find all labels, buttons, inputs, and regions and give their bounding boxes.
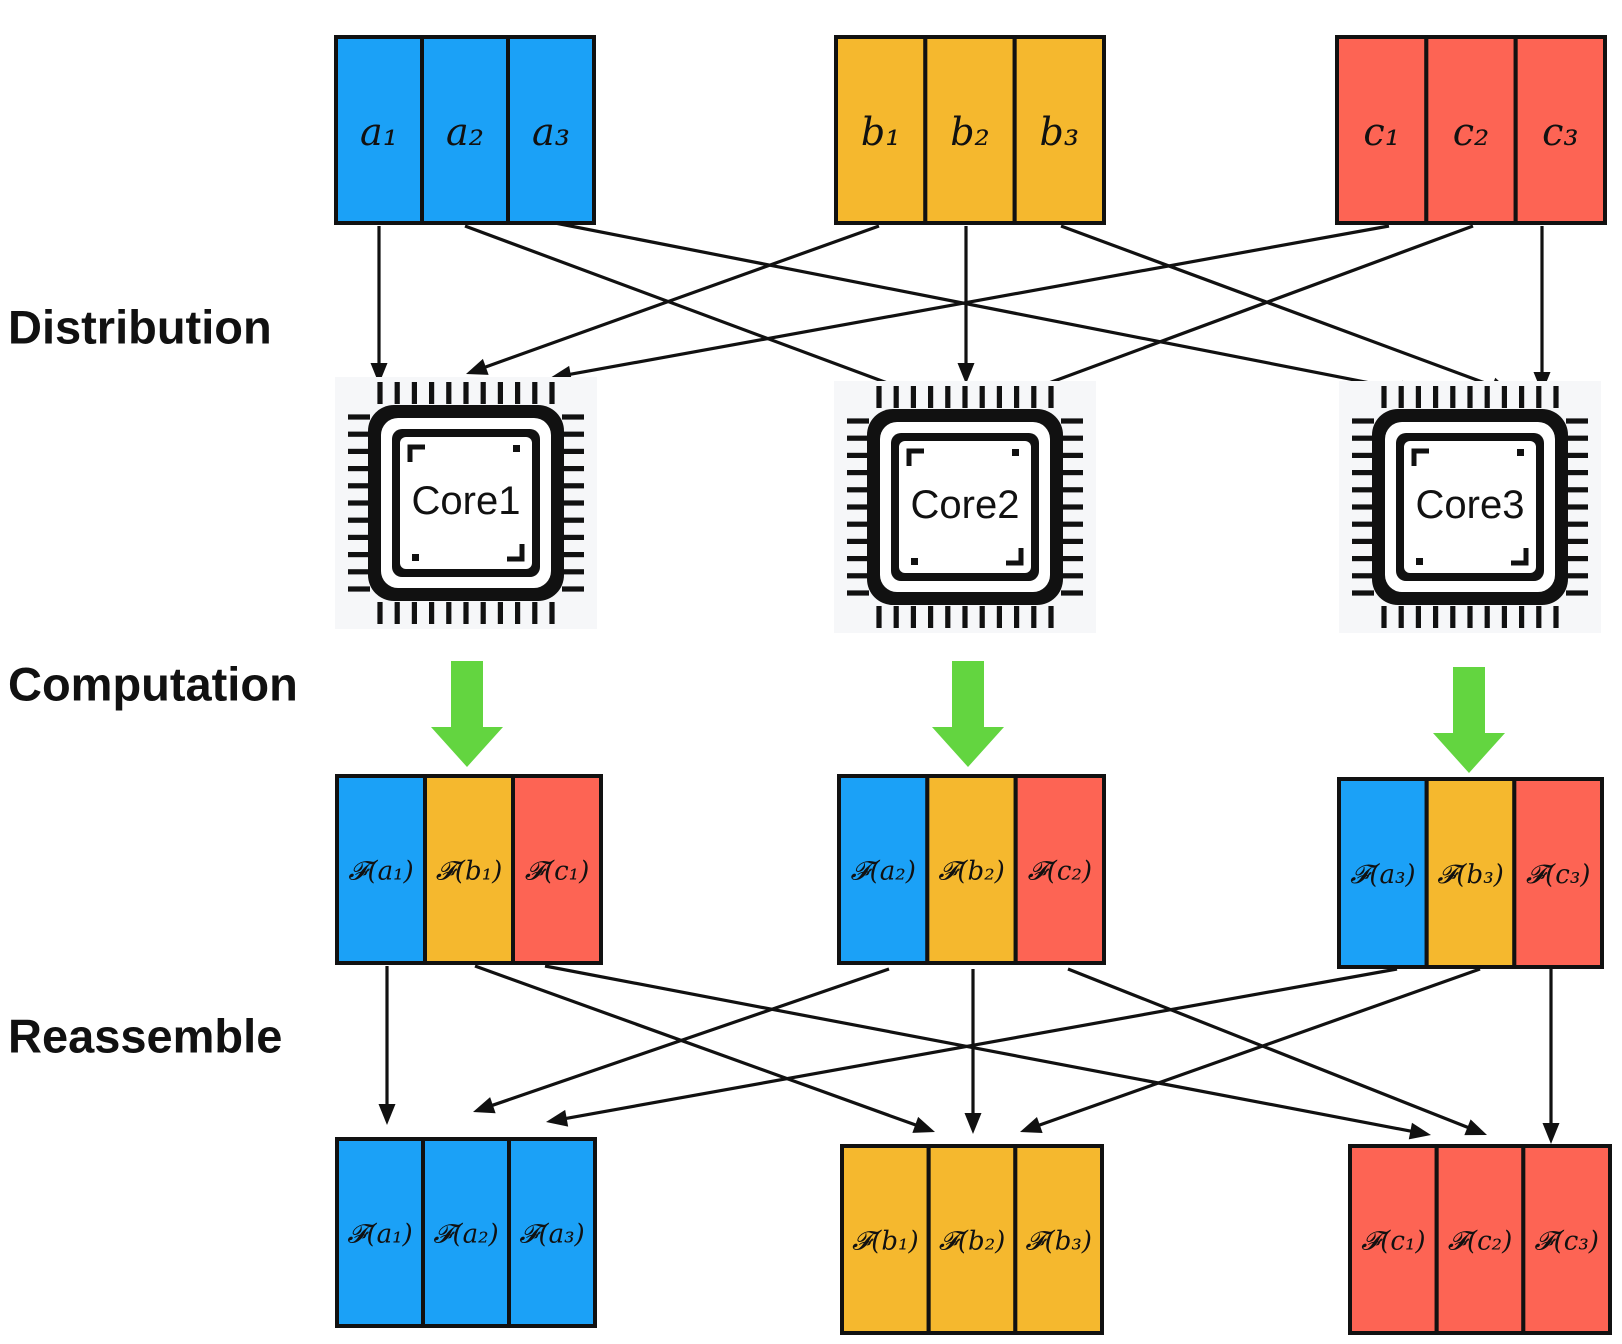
output-group-c-cell: 𝓕(c₁) bbox=[1348, 1144, 1439, 1335]
output-group-b-cell-label: 𝓕(b₁) bbox=[852, 1227, 919, 1257]
reassemble-arrow-9 bbox=[1542, 957, 1560, 1144]
distribution-arrow-5 bbox=[957, 226, 975, 384]
output-group-c-cell-label: 𝓕(c₃) bbox=[1534, 1227, 1598, 1257]
computed-group-3-cell-label: 𝓕(b₃) bbox=[1437, 860, 1504, 890]
output-group-b-cell: 𝓕(b₂) bbox=[926, 1144, 1018, 1335]
computed-group-3-cell: 𝓕(a₃) bbox=[1337, 777, 1429, 969]
computed-group-1-cell: 𝓕(b₁) bbox=[423, 774, 515, 965]
computed-group-2-cell: 𝓕(c₂) bbox=[1013, 774, 1107, 965]
input-group-a: a₁ a₂ a₃ bbox=[334, 35, 596, 225]
input-group-b-cell: b₁ bbox=[834, 35, 928, 225]
input-group-b-cell: b₂ bbox=[923, 35, 1017, 225]
distribution-arrow-9 bbox=[1533, 226, 1551, 393]
input-group-c: c₁ c₂ c₃ bbox=[1335, 35, 1607, 225]
computed-group-3-cell-label: 𝓕(c₃) bbox=[1526, 860, 1590, 890]
core-label: Core1 bbox=[412, 479, 521, 523]
output-group-c-cell: 𝓕(c₂) bbox=[1434, 1144, 1526, 1335]
cpu-chip-icon bbox=[1352, 386, 1588, 628]
computed-group-3-cell-label: 𝓕(a₃) bbox=[1350, 860, 1415, 890]
output-group-b-cell: 𝓕(b₁) bbox=[840, 1144, 931, 1335]
input-group-a-cell: a₃ bbox=[506, 35, 596, 225]
output-group-a-cell: 𝓕(a₂) bbox=[421, 1137, 511, 1328]
computed-group-3-cell: 𝓕(b₃) bbox=[1424, 777, 1517, 969]
computed-group-1-cell-label: 𝓕(a₁) bbox=[348, 857, 413, 887]
output-group-a: 𝓕(a₁) 𝓕(a₂) 𝓕(a₃) bbox=[335, 1137, 597, 1328]
reassemble-arrow-3 bbox=[544, 964, 1431, 1140]
computed-group-1-cell-label: 𝓕(b₁) bbox=[436, 857, 503, 887]
input-group-c-cell-label: c₃ bbox=[1542, 110, 1579, 154]
reassemble-arrow-7 bbox=[546, 967, 1398, 1127]
input-group-b: b₁ b₂ b₃ bbox=[834, 35, 1107, 225]
computed-group-2-cell-label: 𝓕(a₂) bbox=[850, 857, 915, 887]
output-group-c: 𝓕(c₁) 𝓕(c₂) 𝓕(c₃) bbox=[1348, 1144, 1613, 1335]
stage-label-distribution: Distribution bbox=[8, 301, 272, 354]
computed-group-1-cell: 𝓕(a₁) bbox=[335, 774, 427, 965]
input-group-b-cell-label: b₁ bbox=[861, 110, 901, 154]
computed-group-2-cell-label: 𝓕(b₂) bbox=[938, 857, 1005, 887]
core-label: Core3 bbox=[1416, 483, 1525, 527]
output-group-a-cell: 𝓕(a₁) bbox=[335, 1137, 425, 1328]
distribution-arrow-4 bbox=[466, 224, 880, 375]
input-group-b-cell-label: b₃ bbox=[1040, 110, 1080, 154]
core-2: Core2 bbox=[834, 381, 1096, 633]
core-1: Core1 bbox=[335, 377, 597, 629]
input-group-c-cell: c₂ bbox=[1424, 35, 1518, 225]
computation-arrow bbox=[431, 661, 503, 767]
input-group-a-cell: a₂ bbox=[420, 35, 510, 225]
output-group-a-cell-label: 𝓕(a₃) bbox=[519, 1220, 584, 1250]
computed-group-3-cell: 𝓕(c₃) bbox=[1512, 777, 1605, 969]
core-3: Core3 bbox=[1339, 381, 1601, 633]
computed-group-2-cell: 𝓕(a₂) bbox=[837, 774, 930, 965]
output-group-c-cell: 𝓕(c₃) bbox=[1521, 1144, 1613, 1335]
cpu-chip-icon bbox=[348, 382, 584, 624]
output-group-b-cell: 𝓕(b₃) bbox=[1013, 1144, 1104, 1335]
input-group-a-cell-label: a₁ bbox=[360, 110, 398, 154]
input-group-a-cell: a₁ bbox=[334, 35, 424, 225]
computation-arrow bbox=[932, 661, 1004, 767]
distribution-arrow-6 bbox=[1060, 224, 1512, 394]
computed-group-2-cell: 𝓕(b₂) bbox=[925, 774, 1018, 965]
reassemble-arrow-6 bbox=[1067, 967, 1487, 1136]
reassemble-arrow-5 bbox=[964, 969, 982, 1134]
computation-arrow bbox=[1433, 667, 1505, 773]
input-group-c-cell: c₁ bbox=[1335, 35, 1429, 225]
input-group-a-cell-label: a₂ bbox=[446, 110, 484, 154]
computed-group-2-cell-label: 𝓕(c₂) bbox=[1028, 857, 1092, 887]
input-group-b-cell: b₃ bbox=[1012, 35, 1107, 225]
output-group-a-cell: 𝓕(a₃) bbox=[507, 1137, 597, 1328]
reassemble-arrow-2 bbox=[474, 964, 935, 1133]
output-group-c-cell-label: 𝓕(c₂) bbox=[1448, 1227, 1512, 1257]
output-group-b: 𝓕(b₁) 𝓕(b₂) 𝓕(b₃) bbox=[840, 1144, 1104, 1335]
input-group-c-cell: c₃ bbox=[1513, 35, 1607, 225]
reassemble-arrow-4 bbox=[473, 967, 890, 1114]
stage-label-reassemble: Reassemble bbox=[8, 1010, 282, 1063]
input-group-c-cell-label: c₁ bbox=[1363, 110, 1400, 154]
computed-group-1: 𝓕(a₁) 𝓕(b₁) 𝓕(c₁) bbox=[335, 774, 603, 965]
output-group-b-cell-label: 𝓕(b₂) bbox=[939, 1227, 1006, 1257]
output-group-a-cell-label: 𝓕(a₁) bbox=[347, 1220, 412, 1250]
computed-group-1-cell-label: 𝓕(c₁) bbox=[525, 857, 589, 887]
computed-group-1-cell: 𝓕(c₁) bbox=[511, 774, 603, 965]
output-group-a-cell-label: 𝓕(a₂) bbox=[433, 1220, 498, 1250]
computed-group-3: 𝓕(a₃) 𝓕(b₃) 𝓕(c₃) bbox=[1337, 777, 1605, 969]
input-group-c-cell-label: c₂ bbox=[1453, 110, 1490, 154]
input-group-b-cell-label: b₂ bbox=[950, 110, 990, 154]
output-group-c-cell-label: 𝓕(c₁) bbox=[1361, 1227, 1425, 1257]
reassemble-arrow-8 bbox=[1020, 967, 1481, 1133]
distribution-arrow-1 bbox=[370, 226, 388, 384]
stage-label-computation: Computation bbox=[8, 658, 298, 711]
core-label: Core2 bbox=[911, 483, 1020, 527]
reassemble-arrow-1 bbox=[378, 966, 396, 1125]
input-group-a-cell-label: a₃ bbox=[532, 110, 570, 154]
output-group-b-cell-label: 𝓕(b₃) bbox=[1025, 1227, 1092, 1257]
computed-group-2: 𝓕(a₂) 𝓕(b₂) 𝓕(c₂) bbox=[837, 774, 1107, 965]
cpu-chip-icon bbox=[847, 386, 1083, 628]
